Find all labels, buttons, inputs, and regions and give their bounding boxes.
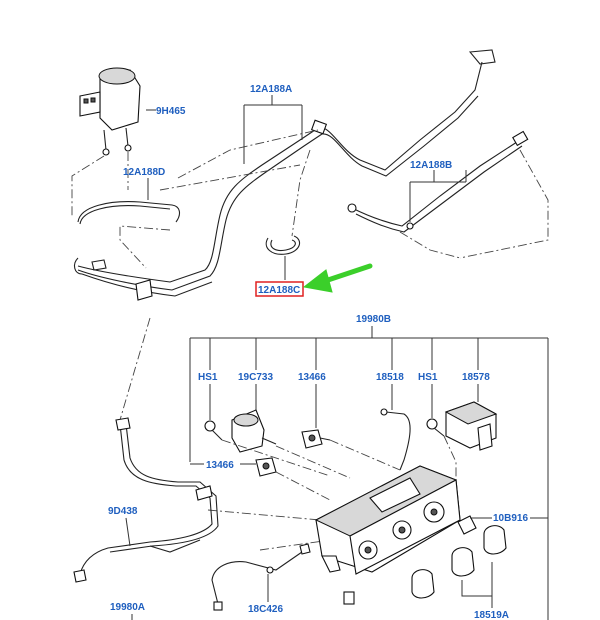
ref-line-lower-5 xyxy=(275,471,331,501)
label-18c426: 18C426 xyxy=(248,604,283,615)
ref-line-lower-6 xyxy=(207,509,321,521)
label-12a188a: 12A188A xyxy=(250,84,292,95)
cable-18518 xyxy=(380,408,411,471)
ref-line-lower-1 xyxy=(221,439,331,477)
label-hs1-left: HS1 xyxy=(198,372,218,383)
label-18518: 18518 xyxy=(376,372,404,383)
leader-19980b xyxy=(189,326,549,620)
label-19980a: 19980A xyxy=(110,602,145,613)
ref-line-lower-2 xyxy=(275,445,351,479)
label-12a188d: 12A188D xyxy=(123,167,165,178)
leader-9d438 xyxy=(125,517,131,547)
ref-line-lower-7 xyxy=(259,539,331,551)
bulb-holder-13466-top xyxy=(301,429,331,449)
knob-1 xyxy=(411,569,435,599)
label-18578: 18578 xyxy=(462,372,490,383)
ref-line-upper-6 xyxy=(459,149,549,259)
label-hs1-right: HS1 xyxy=(418,372,438,383)
knob-2 xyxy=(451,547,475,577)
label-18519a: 18519A xyxy=(474,610,509,620)
switch-18578 xyxy=(444,401,498,451)
highlight-box-12a188c xyxy=(255,281,304,297)
ref-line-upper-8 xyxy=(159,164,301,191)
ref-line-upper-4 xyxy=(119,225,171,269)
actuator-19c733 xyxy=(231,409,277,453)
green-arrow xyxy=(302,263,373,293)
label-9d438: 9D438 xyxy=(108,506,138,517)
label-13466-mid: 13466 xyxy=(206,460,234,471)
label-10b916: 10B916 xyxy=(493,513,528,524)
knob-3 xyxy=(483,525,507,555)
hose-12a188c xyxy=(265,235,301,255)
leader-12a188a xyxy=(243,95,303,164)
ref-line-upper-5 xyxy=(291,149,311,237)
cable-18c426 xyxy=(211,543,311,611)
label-12a188b: 12A188B xyxy=(410,160,452,171)
bulb-holder-13466-mid xyxy=(255,457,277,477)
vacuum-solenoid-9h465 xyxy=(79,67,141,156)
label-9h465: 9H465 xyxy=(156,106,186,117)
clip-small xyxy=(343,591,355,605)
ref-line-upper-1 xyxy=(71,155,105,218)
ref-line-lower-4 xyxy=(443,435,457,478)
label-13466-top: 13466 xyxy=(298,372,326,383)
leader-18519a xyxy=(461,562,493,608)
screw-hs1-right xyxy=(426,418,445,437)
label-19c733: 19C733 xyxy=(238,372,273,383)
label-12a188c: 12A188C xyxy=(258,285,300,296)
ref-line-lower-3 xyxy=(329,439,401,471)
ref-line-upper-7 xyxy=(399,231,461,259)
heater-control-panel xyxy=(314,465,461,575)
ref-line-upper-3 xyxy=(177,129,319,179)
hose-12a188a xyxy=(73,49,496,301)
leader-12a188b xyxy=(409,170,467,222)
vacuum-line-9d438 xyxy=(73,417,219,583)
screw-hs1-left xyxy=(204,420,223,441)
label-19980b: 19980B xyxy=(356,314,391,325)
hose-12a188d xyxy=(77,201,181,225)
ref-line-lower-link xyxy=(119,317,151,421)
hose-12a188b xyxy=(347,130,529,233)
knob-small xyxy=(457,515,477,535)
